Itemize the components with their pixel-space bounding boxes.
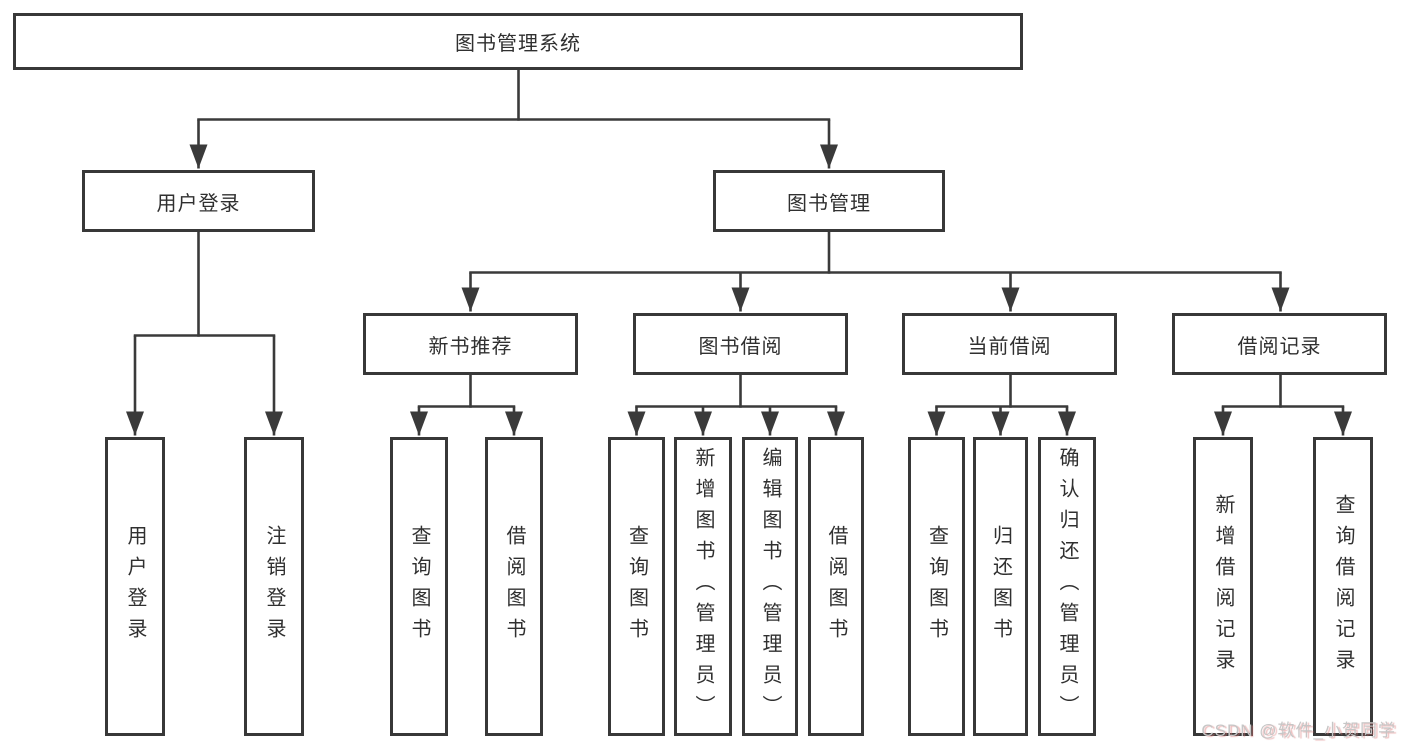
leaf-label: 查询图书 bbox=[625, 524, 648, 649]
leaf-return-books: 归还图书 bbox=[973, 437, 1028, 736]
leaf-borrow-books-borrowing: 借阅图书 bbox=[808, 437, 864, 736]
leaf-label: 归还图书 bbox=[989, 524, 1012, 649]
leaf-label: 借阅图书 bbox=[825, 524, 847, 649]
leaf-label: 用户登录 bbox=[124, 524, 146, 649]
leaf-label: 注销登录 bbox=[263, 524, 285, 649]
leaf-label: 查询借阅记录 bbox=[1332, 493, 1354, 680]
leaf-query-books-current: 查询图书 bbox=[908, 437, 965, 736]
leaf-label: 新增借阅记录 bbox=[1212, 493, 1234, 680]
leaf-borrow-books-newrec: 借阅图书 bbox=[485, 437, 543, 736]
node-borrowing-records: 借阅记录 bbox=[1172, 313, 1387, 375]
leaf-confirm-return-admin: 确认归还（管理员） bbox=[1038, 437, 1096, 736]
node-root-system: 图书管理系统 bbox=[13, 13, 1023, 70]
node-user-login-branch: 用户登录 bbox=[82, 170, 315, 232]
leaf-label: 借阅图书 bbox=[503, 524, 525, 649]
leaf-query-books-newrec: 查询图书 bbox=[390, 437, 448, 736]
csdn-watermark: CSDN @软件_小贺同学 bbox=[1201, 721, 1396, 740]
leaf-user-login: 用户登录 bbox=[105, 437, 165, 736]
node-new-book-recommend: 新书推荐 bbox=[363, 313, 578, 375]
leaf-label: 查询图书 bbox=[408, 524, 430, 649]
leaf-logout: 注销登录 bbox=[244, 437, 304, 736]
leaf-query-books-borrowing: 查询图书 bbox=[608, 437, 665, 736]
leaf-edit-books-admin: 编辑图书（管理员） bbox=[742, 437, 798, 736]
leaf-query-borrow-record: 查询借阅记录 bbox=[1313, 437, 1373, 736]
node-book-borrowing: 图书借阅 bbox=[633, 313, 848, 375]
leaf-add-borrow-record: 新增借阅记录 bbox=[1193, 437, 1253, 736]
node-current-borrowing: 当前借阅 bbox=[902, 313, 1117, 375]
leaf-add-books-admin: 新增图书（管理员） bbox=[674, 437, 732, 736]
leaf-label: 确认归还（管理员） bbox=[1056, 447, 1078, 726]
leaf-label: 新增图书（管理员） bbox=[692, 447, 714, 726]
leaf-label: 查询图书 bbox=[925, 524, 948, 649]
leaf-label: 编辑图书（管理员） bbox=[759, 447, 781, 726]
node-book-management-branch: 图书管理 bbox=[713, 170, 945, 232]
